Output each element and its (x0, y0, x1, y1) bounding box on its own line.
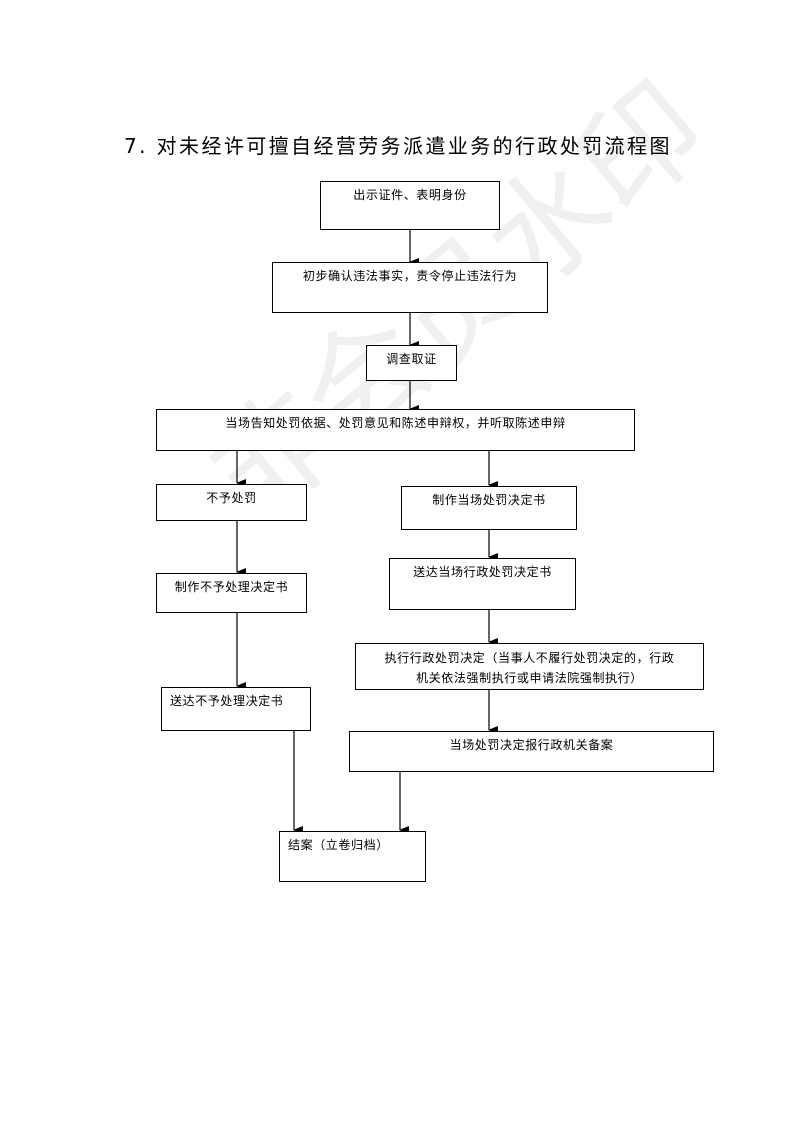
node-confirm-violation: 初步确认违法事实，责令停止违法行为 (272, 262, 548, 313)
node-deliver-no-handling-decision: 送达不予处理决定书 (161, 687, 311, 731)
node-make-no-handling-decision: 制作不予处理决定书 (156, 573, 307, 613)
node-execute-penalty-line1: 执行行政处罚决定（当事人不履行处罚决定的，行政 (384, 651, 675, 665)
page-title: 7. 对未经许可擅自经营劳务派遣业务的行政处罚流程图 (124, 134, 672, 158)
node-make-penalty-decision: 制作当场处罚决定书 (401, 486, 577, 530)
node-no-penalty: 不予处罚 (156, 484, 307, 521)
node-execute-penalty: 执行行政处罚决定（当事人不履行处罚决定的，行政 机关依法强制执行或申请法院强制执… (355, 643, 704, 690)
node-investigate: 调查取证 (366, 345, 457, 381)
node-notify-penalty-basis: 当场告知处罚依据、处罚意见和陈述申辩权，并听取陈述申辩 (156, 409, 635, 451)
node-close-case: 结案（立卷归档） (279, 831, 426, 882)
node-show-credentials: 出示证件、表明身份 (320, 181, 500, 230)
node-execute-penalty-line2: 机关依法强制执行或申请法院强制执行） (416, 671, 643, 685)
node-deliver-penalty-decision: 送达当场行政处罚决定书 (389, 558, 576, 610)
node-report-filing: 当场处罚决定报行政机关备案 (349, 731, 714, 772)
